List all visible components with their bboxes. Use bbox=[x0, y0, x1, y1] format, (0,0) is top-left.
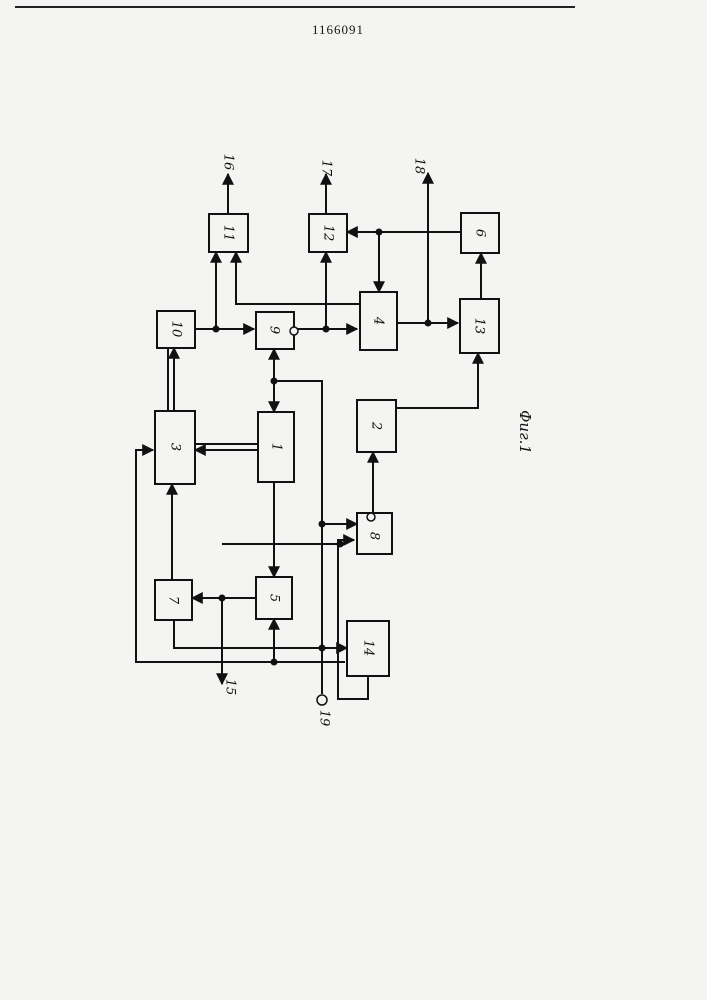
block-14-label: 14 bbox=[361, 640, 376, 657]
block-10: 10 bbox=[157, 311, 195, 348]
terminal-16-label: 16 bbox=[221, 154, 236, 171]
block-8-inverted-output bbox=[367, 513, 375, 521]
block-11: 11 bbox=[209, 214, 248, 252]
block-9-inverted-output bbox=[290, 327, 298, 335]
terminal-18-label: 18 bbox=[412, 158, 427, 175]
block-1-label: 1 bbox=[269, 443, 284, 451]
block-9: 9 bbox=[256, 312, 298, 349]
block-8: 8 bbox=[357, 513, 392, 554]
block-10-label: 10 bbox=[169, 321, 184, 338]
block-3: 3 bbox=[155, 411, 195, 484]
terminal-17-label: 17 bbox=[319, 160, 334, 177]
block-3-label: 3 bbox=[168, 443, 183, 451]
block-9-label: 9 bbox=[267, 326, 282, 334]
terminal-19-label: 19 bbox=[317, 710, 332, 727]
block-13: 13 bbox=[460, 299, 499, 353]
block-5: 5 bbox=[256, 577, 292, 619]
input-19-terminal bbox=[317, 695, 327, 705]
figure-caption: Фиг.1 bbox=[516, 410, 534, 454]
block-7: 7 bbox=[155, 580, 192, 620]
block-14: 14 bbox=[347, 621, 389, 676]
block-8-label: 8 bbox=[367, 532, 382, 540]
block-5-label: 5 bbox=[267, 594, 282, 602]
block-12: 12 bbox=[309, 214, 347, 252]
block-7-label: 7 bbox=[166, 596, 181, 605]
block-11-label: 11 bbox=[221, 225, 236, 242]
block-4-label: 4 bbox=[371, 316, 386, 325]
block-6-label: 6 bbox=[473, 229, 488, 237]
block-2-label: 2 bbox=[369, 421, 384, 430]
block-4: 4 bbox=[360, 292, 397, 350]
block-2: 2 bbox=[357, 400, 396, 452]
block-12-label: 12 bbox=[321, 225, 336, 242]
block-13-label: 13 bbox=[472, 318, 487, 335]
block-1: 1 bbox=[258, 412, 294, 482]
terminal-15-label: 15 bbox=[223, 679, 238, 696]
block-6: 6 bbox=[461, 213, 499, 253]
